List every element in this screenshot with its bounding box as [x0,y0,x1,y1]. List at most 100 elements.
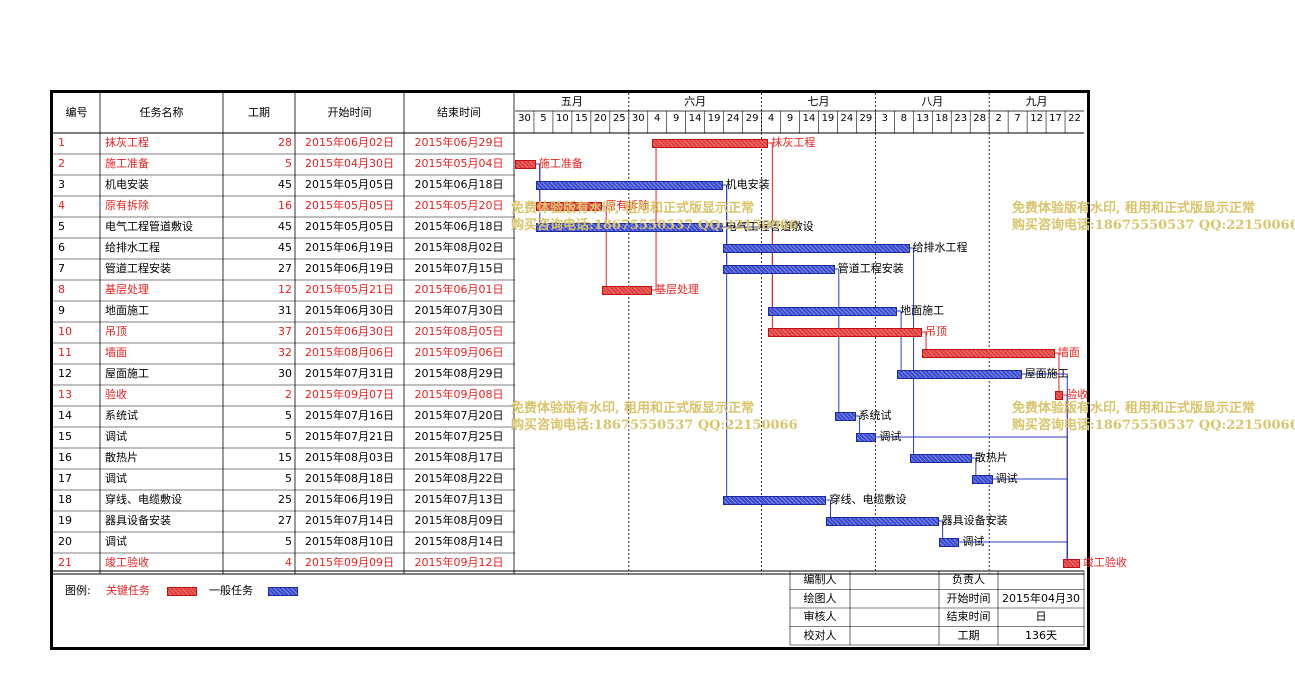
task-cell-start: 2015年07月16日 [305,409,394,422]
task-cell-start: 2015年06月30日 [305,304,394,317]
task-cell-dur: 5 [285,535,292,548]
task-cell-dur: 5 [285,409,292,422]
day-label: 20 [593,113,607,124]
day-label: 22 [1068,113,1081,124]
task-cell-n: 2 [58,157,65,170]
header-name: 任务名称 [139,106,184,119]
gantt-bar-label: 施工准备 [538,157,583,170]
task-cell-end: 2015年05月04日 [414,157,504,170]
day-label: 28 [973,113,987,124]
task-cell-dur: 4 [285,556,292,569]
day-label: 17 [1049,113,1062,124]
gantt-bar-label: 管道工程安装 [837,262,904,275]
sign-cell: 2015年04月30日 [1002,591,1080,623]
task-cell-name: 调试 [105,535,127,548]
task-cell-start: 2015年05月21日 [305,283,394,296]
task-cell-end: 2015年08月29日 [414,367,504,380]
task-cell-n: 11 [58,346,72,359]
task-cell-start: 2015年05月05日 [305,199,394,212]
task-cell-dur: 5 [285,472,292,485]
task-cell-dur: 5 [285,430,292,443]
task-cell-dur: 45 [278,220,292,233]
watermark-line1: 免费体验版有水印, 租用和正式版显示正常 [511,201,755,216]
watermark-line1: 免费体验版有水印, 租用和正式版显示正常 [511,401,755,416]
task-cell-start: 2015年08月06日 [305,346,394,359]
gantt-bar-label: 原有拆除 [605,199,650,212]
day-label: 15 [575,113,588,124]
task-cell-start: 2015年06月19日 [305,493,394,506]
task-cell-n: 21 [58,556,72,569]
gantt-bar-label: 散热片 [974,451,1008,464]
gantt-bar-label: 调试 [879,430,902,443]
task-cell-n: 8 [58,283,65,296]
header-dur: 工期 [248,106,270,119]
task-cell-end: 2015年08月17日 [414,451,504,464]
gantt-bar [652,139,769,148]
gantt-bar [922,349,1055,358]
watermark-line2: 购买咨询电话:18675550537 QQ:22150066 [1012,218,1295,233]
task-cell-end: 2015年08月09日 [414,514,504,527]
task-cell-n: 15 [58,430,72,443]
month-label: 七月 [807,95,830,108]
day-label: 25 [612,113,626,124]
task-cell-name: 竣工验收 [105,556,149,569]
task-cell-end: 2015年09月08日 [414,388,504,401]
sign-cell: 结束时间 [946,610,991,623]
month-label: 五月 [560,95,583,108]
task-cell-name: 调试 [105,430,127,443]
task-cell-name: 屋面施工 [105,367,149,380]
task-cell-end: 2015年08月22日 [414,472,504,485]
day-label: 23 [954,113,968,124]
task-cell-name: 穿线、电缆敷设 [105,493,182,506]
gantt-bar [722,244,910,253]
day-label: 12 [1030,113,1043,124]
gantt-bar [515,160,536,169]
watermark: 免费体验版有水印, 租用和正式版显示正常购买咨询电话:18675550537 Q… [1012,200,1295,234]
day-label: 29 [859,113,873,124]
watermark-line1: 免费体验版有水印, 租用和正式版显示正常 [1012,401,1256,416]
gantt-bar [602,286,653,295]
task-cell-end: 2015年07月30日 [414,304,504,317]
task-cell-start: 2015年07月14日 [305,514,394,527]
task-cell-name: 散热片 [105,451,138,464]
task-cell-dur: 31 [278,304,292,317]
gantt-grid [53,93,1085,646]
gantt-bar-label: 屋面施工 [1024,367,1069,380]
task-cell-end: 2015年08月14日 [414,535,504,548]
gantt-bar [722,265,835,274]
task-cell-n: 10 [58,325,72,338]
day-label: 19 [821,113,835,124]
gantt-bar [535,181,723,190]
task-cell-name: 施工准备 [105,157,149,170]
day-label: 10 [556,113,569,124]
day-label: 9 [673,113,680,124]
task-cell-dur: 28 [278,136,292,149]
watermark-line2: 购买咨询电话:18675550537 QQ:22150066 [511,418,798,433]
task-cell-end: 2015年07月20日 [414,409,504,422]
task-cell-start: 2015年06月19日 [305,241,394,254]
task-cell-name: 原有拆除 [105,199,149,212]
task-cell-dur: 27 [278,262,292,275]
legend-title: 图例: [65,584,91,597]
day-label: 7 [1014,113,1021,124]
task-cell-start: 2015年09月09日 [305,556,394,569]
task-cell-end: 2015年06月01日 [414,283,504,296]
day-label: 4 [767,113,775,124]
day-label: 13 [916,113,930,124]
day-label: 14 [802,113,816,124]
header-start: 开始时间 [327,106,372,119]
task-cell-dur: 2 [285,388,292,401]
task-cell-dur: 16 [278,199,292,212]
task-cell-name: 电气工程管道敷设 [105,220,193,233]
task-cell-name: 管道工程安装 [105,262,171,275]
header-end: 结束时间 [437,106,481,119]
sign-cell: 绘图人 [803,591,837,605]
day-label: 4 [654,113,661,124]
task-cell-n: 20 [58,535,72,548]
task-cell-n: 19 [58,514,72,527]
task-cell-start: 2015年08月03日 [305,451,394,464]
task-cell-dur: 45 [278,178,292,191]
task-cell-n: 6 [58,241,65,254]
sign-cell: 审核人 [803,610,837,623]
